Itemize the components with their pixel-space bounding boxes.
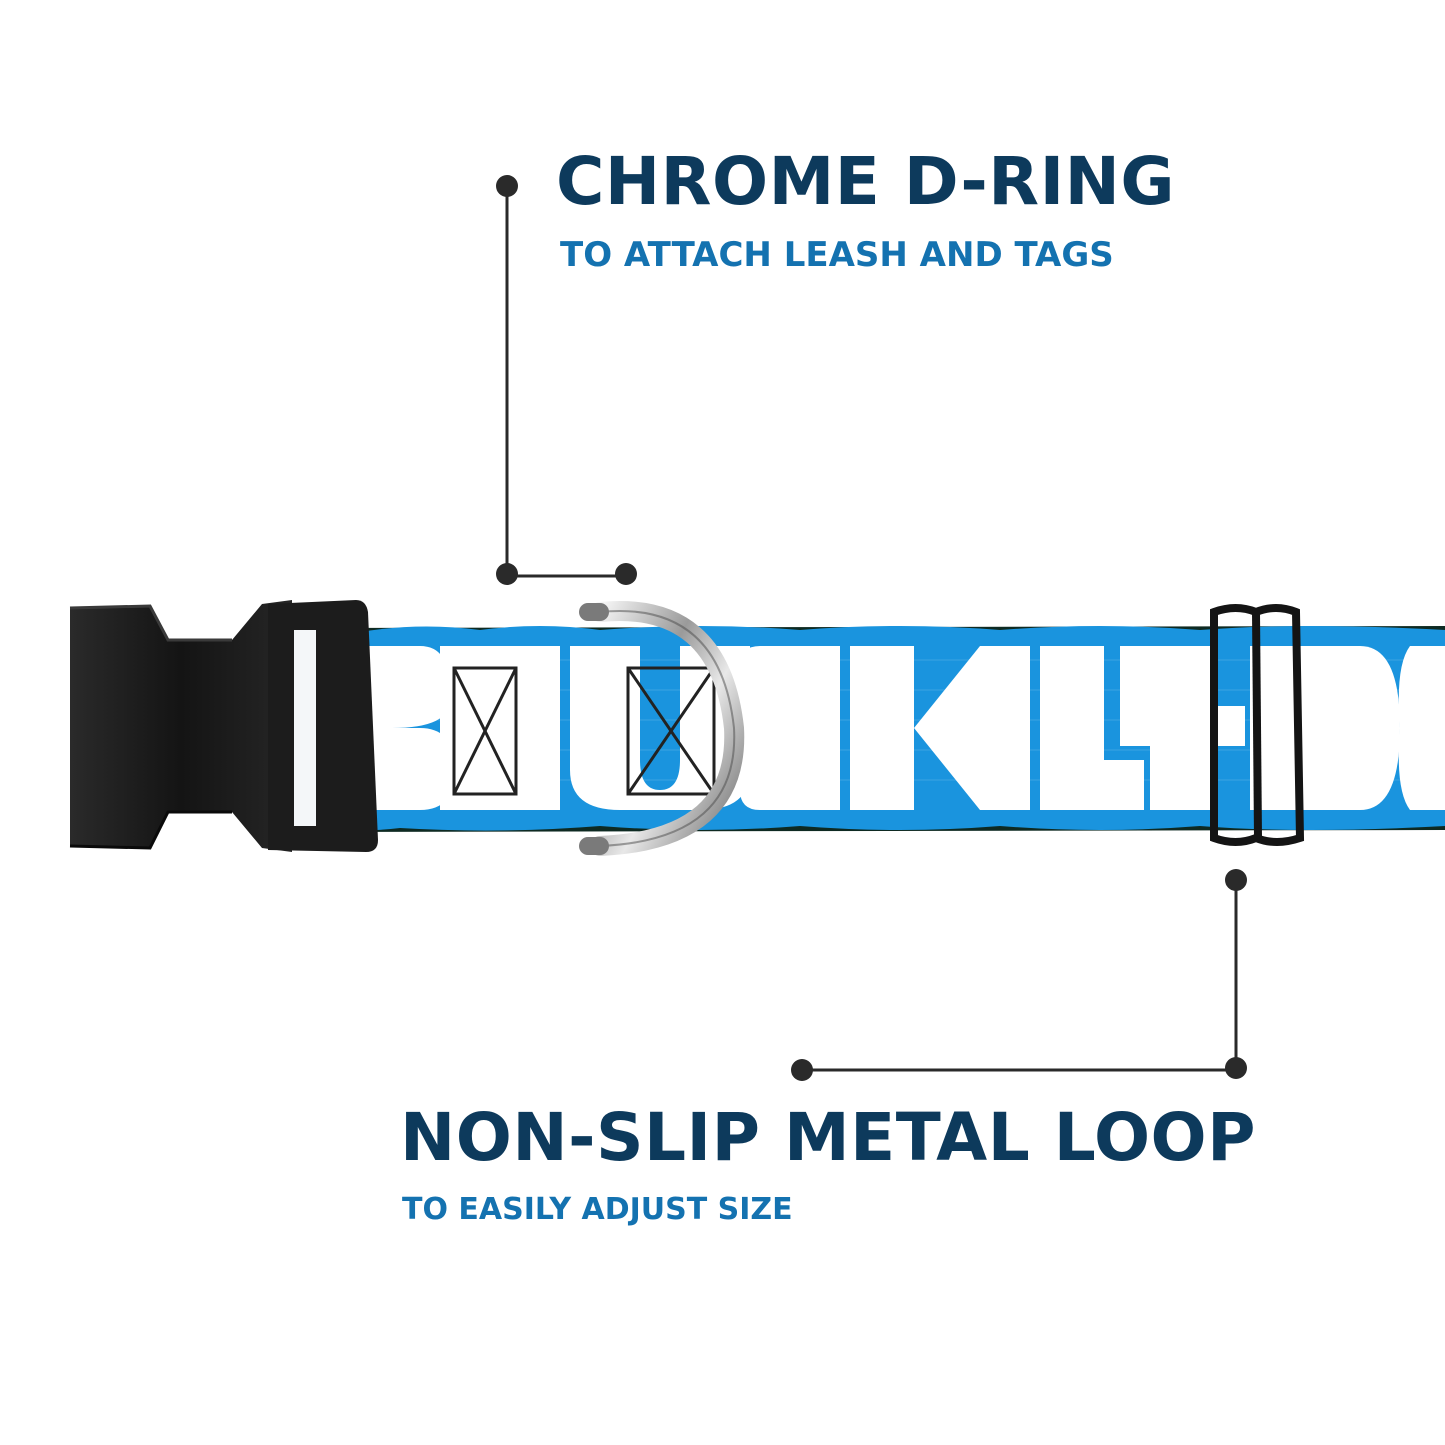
chrome-d-ring — [579, 601, 745, 856]
d-ring-callout-title: CHROME D-RING — [556, 143, 1176, 220]
leader-dot — [1225, 1057, 1247, 1079]
metal-loop-leader-line — [791, 869, 1247, 1081]
collar-print-lettering — [322, 646, 1445, 810]
leader-dot — [496, 563, 518, 585]
leader-dot — [615, 563, 637, 585]
metal-loop-callout-subtitle: TO EASILY ADJUST SIZE — [402, 1192, 793, 1227]
side-release-buckle — [69, 600, 378, 852]
leader-dot — [496, 175, 518, 197]
d-ring-callout-subtitle: TO ATTACH LEASH AND TAGS — [560, 235, 1114, 275]
leader-dot — [1225, 869, 1247, 891]
collar-webbing — [290, 626, 1445, 832]
stitch-tack-left — [452, 666, 518, 796]
non-slip-metal-loop — [1210, 604, 1305, 846]
metal-loop-callout-title: NON-SLIP METAL LOOP — [400, 1099, 1257, 1176]
stitch-tack-right — [626, 666, 716, 796]
leader-dot — [791, 1059, 813, 1081]
d-ring-leader-line — [496, 175, 637, 585]
